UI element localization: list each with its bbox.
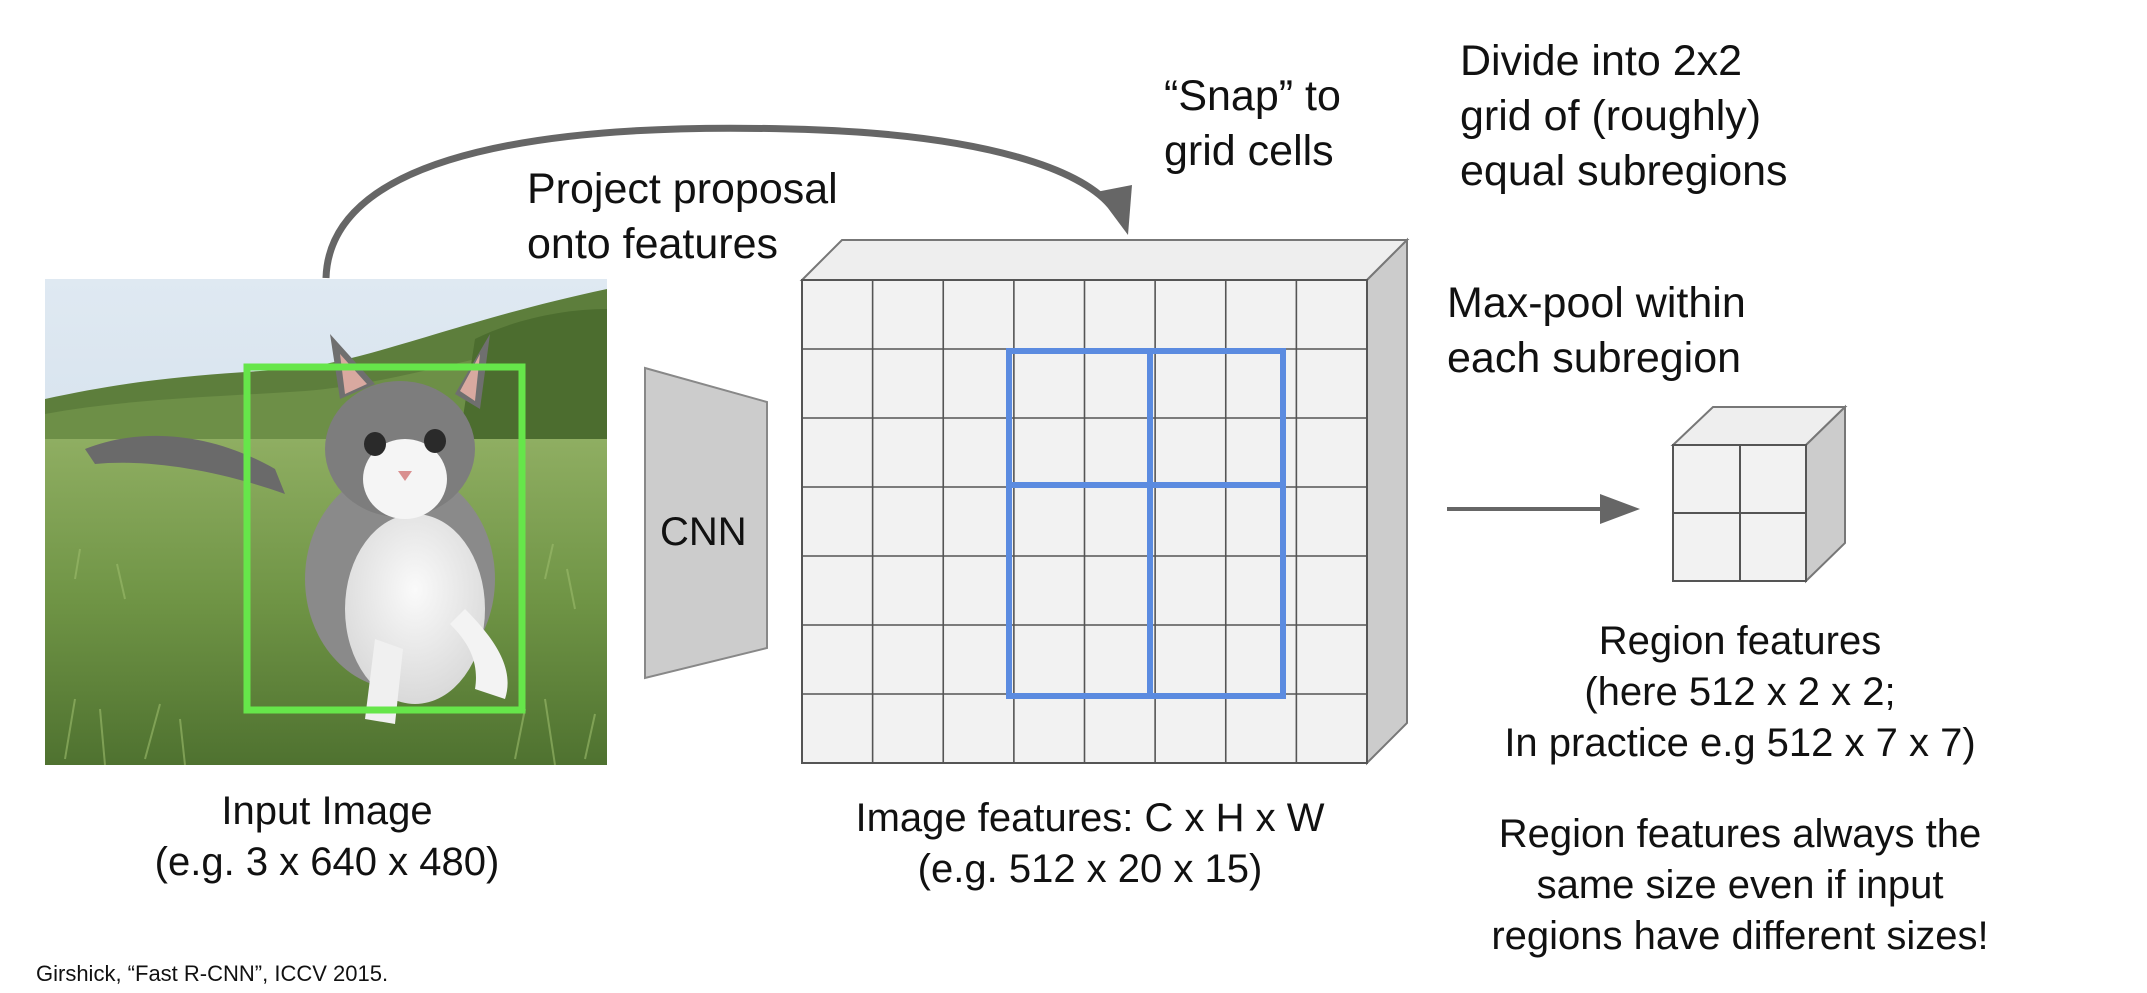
- output-arrowhead: [1600, 494, 1640, 524]
- input-image-caption: Input Image (e.g. 3 x 640 x 480): [154, 789, 500, 885]
- projection-arrow: [322, 124, 1113, 279]
- image-features-caption: Image features: C x H x W (e.g. 512 x 20…: [855, 796, 1325, 892]
- cnn-block: [644, 366, 768, 680]
- snap-label: “Snap” to grid cells: [1164, 72, 1341, 176]
- maxpool-label: Max-pool within each subregion: [1447, 279, 1746, 383]
- region-features-caption: Region features (here 512 x 2 x 2; In pr…: [1504, 619, 1976, 766]
- citation: Girshick, “Fast R-CNN”, ICCV 2015.: [36, 961, 389, 986]
- divide-label: Divide into 2x2 grid of (roughly) equal …: [1460, 37, 1788, 196]
- project-proposal-label: Project proposal onto features: [527, 165, 838, 269]
- region-note-caption: Region features always the same size eve…: [1491, 812, 1989, 959]
- feature-map-volume: [799, 237, 1410, 766]
- projection-arrowhead: [1096, 185, 1132, 235]
- roi-subregion-grid: [1006, 348, 1286, 699]
- region-features-cube: [1670, 404, 1848, 584]
- proposal-box: [243, 363, 526, 714]
- cnn-label: CNN: [660, 510, 747, 554]
